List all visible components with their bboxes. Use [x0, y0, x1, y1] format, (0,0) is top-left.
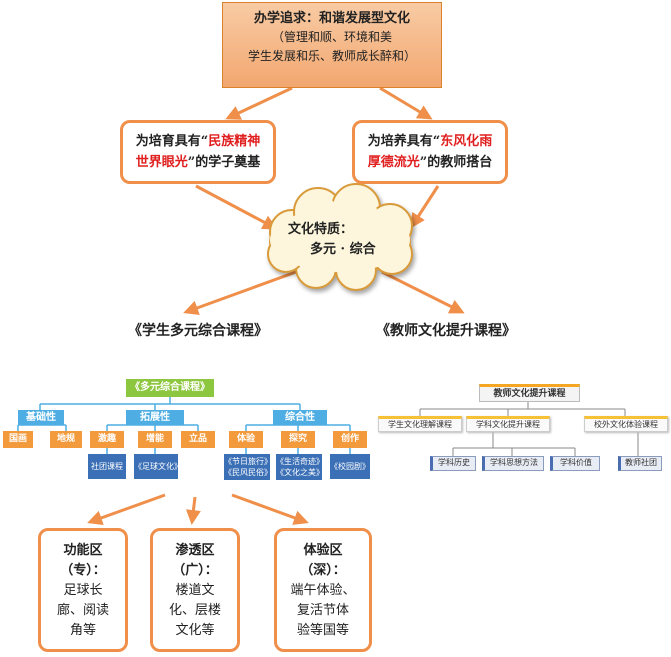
arrow-right-to-cloud	[410, 185, 440, 229]
leaf-club-course: 社团课程	[88, 454, 126, 479]
teacher-category-improvement: 学科文化提升课程	[466, 416, 550, 432]
teacher-leaf-methods: 学科思想方法	[482, 456, 544, 471]
culture-trait-value: 多元 · 综合	[310, 242, 376, 257]
teacher-goal-pre: 为培养具有“	[367, 134, 441, 149]
sub-guohua: 国画	[3, 431, 33, 448]
student-goal-red-1: 民族精神	[208, 134, 261, 149]
student-goal-post: ”的学子奠基	[187, 155, 261, 170]
culture-trait-label: 文化特质：	[288, 222, 354, 237]
zone-experience: 体验区 （深）： 端午体验、 复活节体 验等国等	[274, 528, 372, 652]
student-goal-red-2: 世界眼光	[135, 155, 188, 170]
category-basic: 基础性	[18, 410, 64, 425]
teacher-goal-post: ”的教师搭台	[419, 155, 493, 170]
arrow-top-to-left	[225, 86, 293, 120]
teacher-leaf-club: 教师社团	[618, 456, 662, 471]
zone-function: 功能区 （专）： 足球长 廊、阅读 角等	[38, 528, 128, 652]
sub-jiqu: 激趣	[90, 431, 124, 448]
teacher-goal-box: 为培养具有“东风化雨 厚德流光”的教师搭台	[352, 120, 508, 184]
teacher-category-understanding: 学生文化理解课程	[378, 416, 462, 432]
school-pursuit-box: 办学追求：和谐发展型文化 （管理和顺、环境和美 学生发展和乐、教师成长醉和）	[222, 2, 442, 88]
arrow-top-to-right	[379, 86, 433, 120]
student-goal-box: 为培育具有“民族精神 世界眼光”的学子奠基	[120, 120, 276, 184]
student-tree-lines	[17, 397, 351, 454]
arrow-cloud-to-teacher	[381, 270, 465, 314]
teacher-course-title: 《教师文化提升课程》	[376, 323, 516, 339]
pursuit-line-3: 学生发展和乐、教师成长醉和）	[247, 49, 416, 63]
teacher-tree-lines	[419, 402, 639, 456]
arrow-cloud-to-student	[183, 270, 297, 315]
sub-chuangzuo: 创作	[333, 431, 367, 448]
teacher-leaf-value: 学科价值	[550, 456, 600, 471]
sub-lipin: 立品	[181, 431, 215, 448]
arrow-to-zone-1	[87, 493, 166, 525]
category-extended: 拓展性	[126, 410, 184, 425]
sub-tiyan: 体验	[229, 431, 263, 448]
teacher-leaf-history: 学科历史	[430, 456, 476, 471]
leaf-football-culture: 《足球文化》	[134, 454, 182, 479]
pursuit-line-2: （管理和顺、环境和美	[271, 30, 392, 44]
arrow-to-zone-3	[231, 493, 309, 525]
sub-tanjiu: 探究	[281, 431, 315, 448]
leaf-campus-drama: 《校园剧》	[330, 454, 370, 479]
student-goal-pre: 为培育具有“	[135, 134, 209, 149]
teacher-tree-root: 教师文化提升课程	[479, 384, 580, 402]
culture-trait-text: 文化特质： 多元 · 综合	[288, 220, 388, 260]
teacher-goal-red-2: 厚德流光	[367, 155, 420, 170]
zone-permeation: 渗透区 （广）： 楼道文 化、层楼 文化等	[150, 528, 240, 652]
category-comprehensive: 综合性	[273, 410, 327, 425]
arrow-left-to-cloud	[195, 184, 278, 230]
pursuit-title: 办学追求：和谐发展型文化	[253, 11, 410, 26]
culture-cloud	[267, 183, 413, 291]
teacher-goal-red-1: 东风化雨	[440, 134, 493, 149]
student-tree-root: 《多元综合课程》	[126, 379, 214, 397]
sub-zengneng: 增能	[138, 431, 172, 448]
teacher-category-experience: 校外文化体验课程	[584, 416, 668, 432]
leaf-life-wonders: 《生活奇迹》 《文化之美》	[276, 454, 324, 480]
arrow-to-zone-2	[185, 496, 201, 525]
sub-digui: 地规	[50, 431, 82, 448]
leaf-festival-travel: 《节日旅行》 《民风民俗》	[224, 454, 272, 480]
student-course-title: 《学生多元综合课程》	[128, 323, 268, 339]
